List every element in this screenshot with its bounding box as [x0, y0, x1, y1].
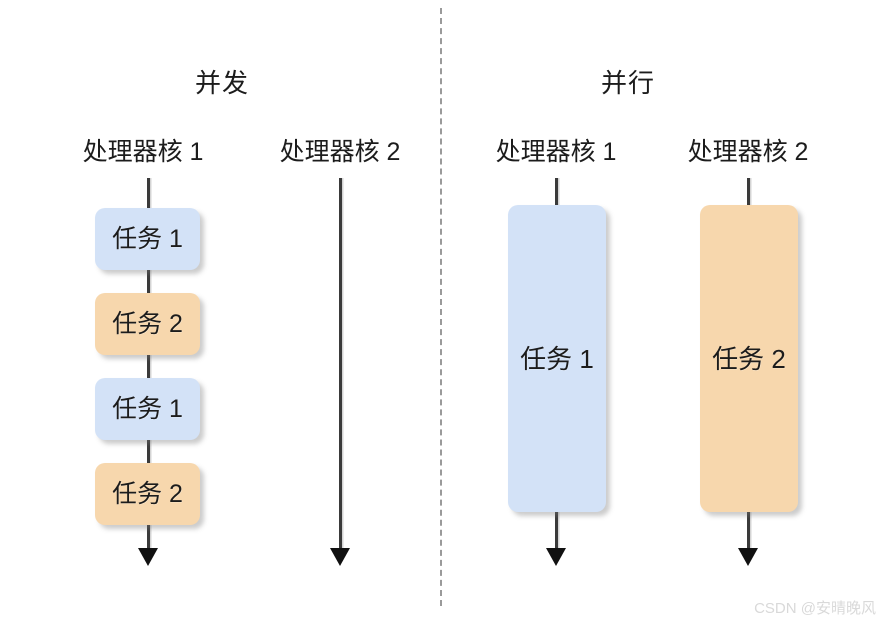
task-box[interactable]: 任务 2 [95, 463, 200, 525]
task-box[interactable]: 任务 1 [508, 205, 606, 512]
task-box[interactable]: 任务 1 [95, 378, 200, 440]
timeline-arrowhead-concurrency-core-1 [138, 548, 158, 566]
panel-title-parallelism: 并行 [600, 68, 655, 98]
core-label-concurrency-core-2: 处理器核 2 [279, 138, 401, 166]
timeline-stem-concurrency-core-2 [339, 178, 342, 556]
timeline-arrowhead-concurrency-core-2 [330, 548, 350, 566]
task-label: 任务 2 [712, 343, 786, 374]
task-label: 任务 2 [112, 309, 183, 338]
task-box[interactable]: 任务 2 [700, 205, 798, 512]
task-label: 任务 1 [520, 343, 594, 374]
timeline-stem-concurrency-core-1 [147, 178, 150, 556]
timeline-arrowhead-parallelism-core-2 [738, 548, 758, 566]
task-box[interactable]: 任务 2 [95, 293, 200, 355]
task-box[interactable]: 任务 1 [95, 208, 200, 270]
core-label-parallelism-core-1: 处理器核 1 [495, 138, 617, 166]
panel-title-concurrency: 并发 [194, 68, 249, 98]
task-label: 任务 1 [112, 394, 183, 423]
task-label: 任务 2 [112, 479, 183, 508]
timeline-arrowhead-parallelism-core-1 [546, 548, 566, 566]
watermark: CSDN @安晴晚风 [754, 600, 876, 617]
panel-divider [440, 8, 442, 606]
core-label-parallelism-core-2: 处理器核 2 [687, 138, 809, 166]
task-label: 任务 1 [112, 224, 183, 253]
core-label-concurrency-core-1: 处理器核 1 [82, 138, 204, 166]
